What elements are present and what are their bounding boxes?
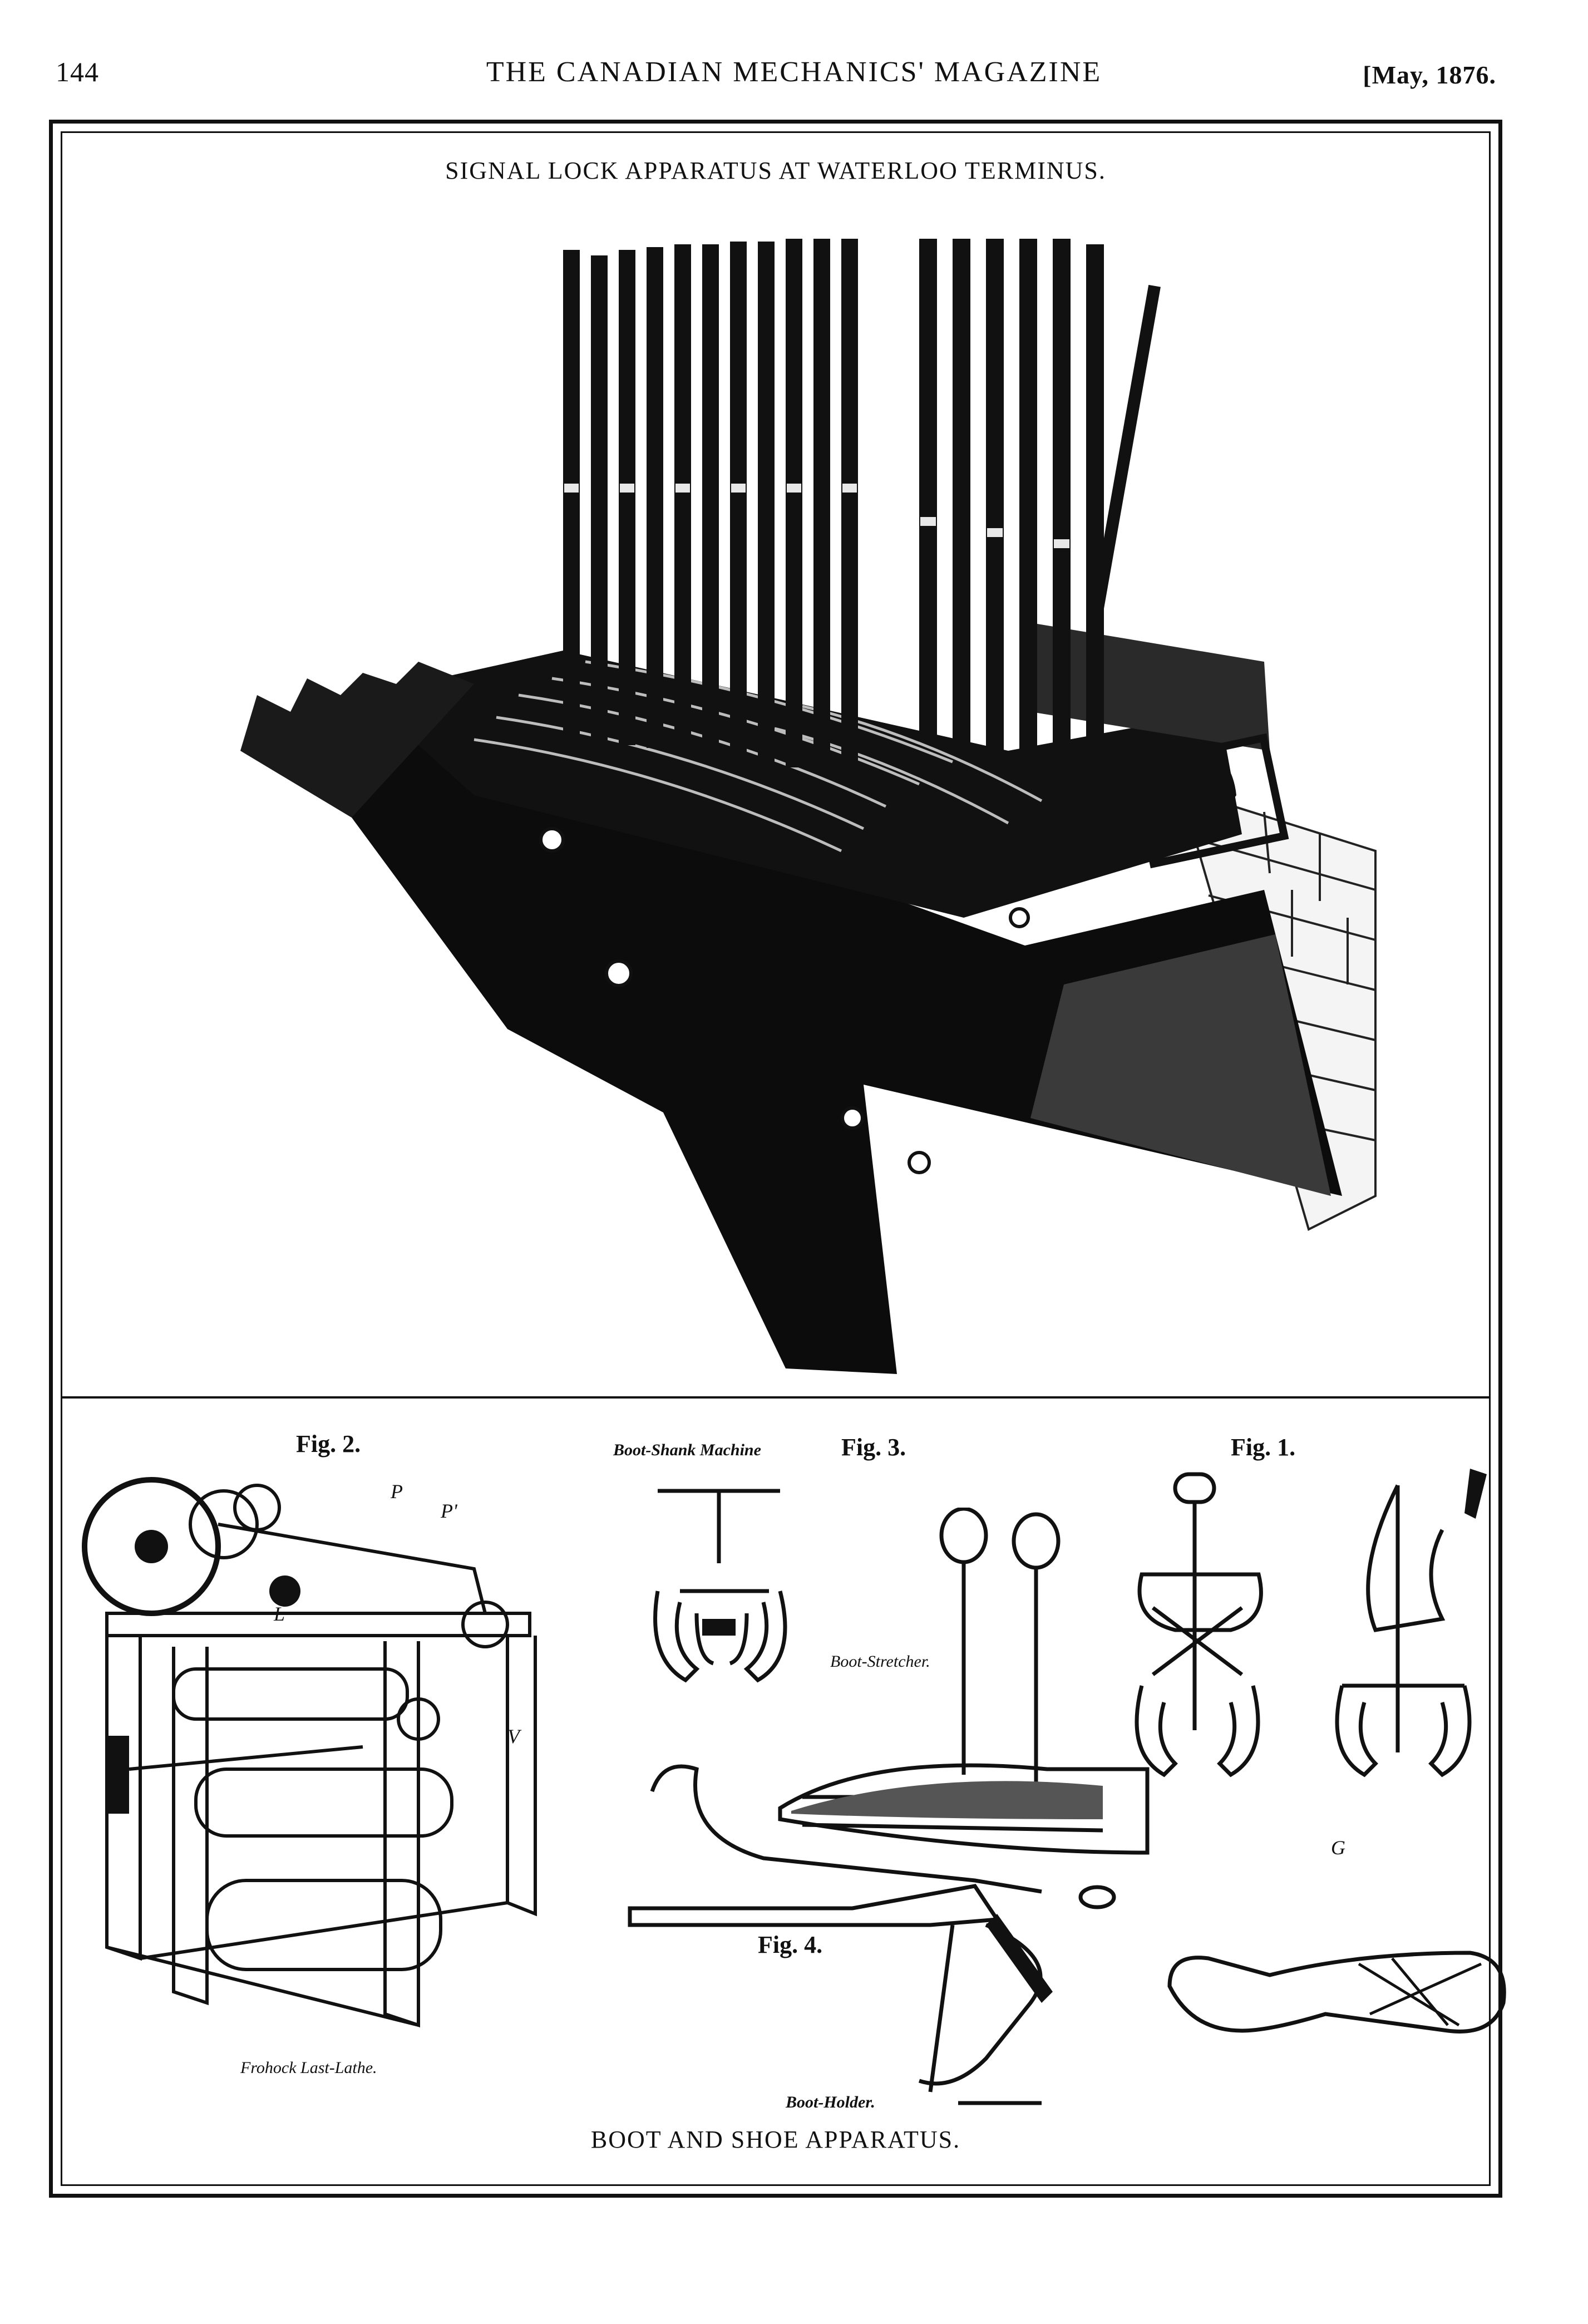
letter-p: P bbox=[391, 1480, 403, 1503]
fig-3-label: Fig. 3. bbox=[841, 1434, 906, 1461]
letter-v: V bbox=[507, 1725, 520, 1747]
clamps-drawing bbox=[1135, 1469, 1487, 1778]
lever-frame bbox=[363, 651, 1242, 918]
frohock-last-lathe-label: Frohock Last-Lathe. bbox=[240, 2059, 377, 2077]
levers-right bbox=[919, 239, 1161, 779]
boot-last-drawing bbox=[1167, 1951, 1506, 2034]
fig-2-label: Fig. 2. bbox=[296, 1430, 361, 1458]
illustration-frame: SIGNAL LOCK APPARATUS AT WATERLOO TERMIN… bbox=[49, 120, 1506, 2198]
letter-p-prime: P' bbox=[441, 1500, 457, 1522]
boot-holder-drawing bbox=[628, 1764, 1116, 2105]
signal-lock-caption: SIGNAL LOCK APPARATUS AT WATERLOO TERMIN… bbox=[445, 157, 1106, 184]
boot-shoe-caption: BOOT AND SHOE APPARATUS. bbox=[590, 2126, 961, 2153]
issue-date: [May, 1876. bbox=[1363, 61, 1496, 89]
boot-shank-machine-label: Boot-Shank Machine bbox=[613, 1441, 761, 1459]
signal-lock-engraving bbox=[240, 239, 1377, 1374]
boot-shank-machine-drawing bbox=[653, 1489, 787, 1683]
boot-holder-label: Boot-Holder. bbox=[786, 2093, 875, 2111]
levers-left bbox=[563, 239, 858, 779]
page-number: 144 bbox=[56, 56, 99, 87]
fig-4-label: Fig. 4. bbox=[758, 1931, 823, 1958]
magazine-title: THE CANADIAN MECHANICS' MAGAZINE bbox=[486, 56, 1102, 88]
last-lathe-drawing bbox=[82, 1477, 537, 2028]
boot-stretcher-label: Boot-Stretcher. bbox=[830, 1652, 930, 1671]
illustration-inner-border: SIGNAL LOCK APPARATUS AT WATERLOO TERMIN… bbox=[61, 131, 1506, 2186]
fig-1-label: Fig. 1. bbox=[1231, 1434, 1296, 1461]
letter-g: G bbox=[1331, 1836, 1345, 1859]
boot-stretcher-drawing bbox=[778, 1508, 1150, 1855]
base-timber bbox=[240, 728, 1342, 1374]
section-divider bbox=[62, 1396, 1489, 1399]
